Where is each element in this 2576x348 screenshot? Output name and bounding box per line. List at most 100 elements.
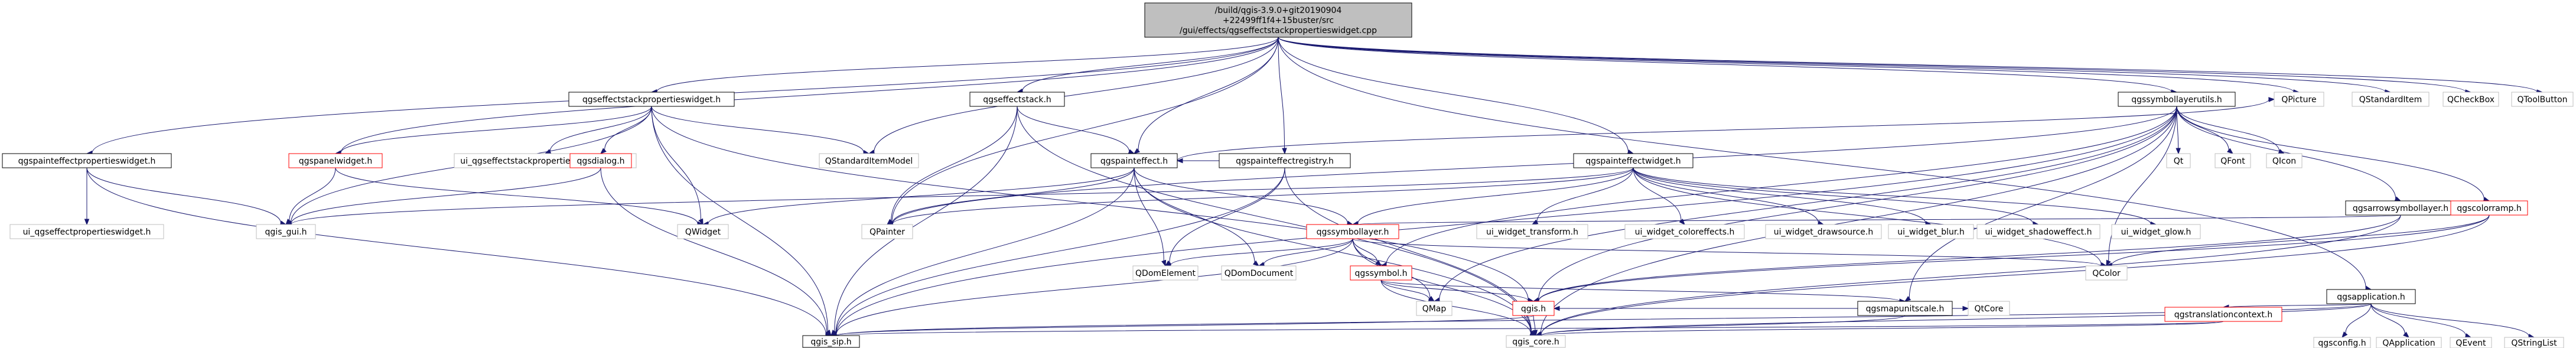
node-qcolor[interactable]: QColor — [2085, 265, 2128, 281]
node-label: qgsapplication.h — [2337, 292, 2405, 302]
node-label: qgstranslationcontext.h — [2174, 310, 2272, 320]
node-box — [2352, 92, 2430, 107]
node-label: QDomDocument — [1225, 269, 1294, 278]
edge-qgspainteffectwidget-header-to-ui-widget-shadoweffect-header — [1633, 167, 2040, 226]
node-qgis-sip-header[interactable]: qgis_sip.h — [802, 335, 860, 348]
edge-qgssymbollayerutils-header-to-qfont — [2176, 106, 2234, 154]
edge-qgssymbollayer-header-to-qdom-document — [1258, 238, 1353, 267]
node-qgstranslationcontext-header[interactable]: qgstranslationcontext.h — [2164, 307, 2282, 322]
node-label: qgspainteffect.h — [1100, 157, 1168, 166]
node-box — [2504, 337, 2564, 348]
node-qgsconfig-header[interactable]: qgsconfig.h — [2313, 337, 2371, 348]
edge-root-to-qgspanelwidget-header — [334, 37, 1279, 156]
node-label: qgsconfig.h — [2318, 339, 2366, 348]
node-ui-widget-drawsource-header[interactable]: ui_widget_drawsource.h — [1765, 224, 1882, 239]
node-qt[interactable]: Qt — [2166, 153, 2191, 168]
node-box — [1221, 265, 1297, 281]
node-box — [819, 153, 919, 168]
node-box — [1968, 301, 2010, 316]
node-box — [2313, 337, 2371, 348]
node-qfont[interactable]: QFont — [2214, 153, 2251, 168]
node-qmap[interactable]: QMap — [1416, 301, 1453, 316]
node-box — [1624, 224, 1745, 239]
node-qcheck-box[interactable]: QCheckBox — [2443, 92, 2499, 107]
node-qgis-core-header[interactable]: qgis_core.h — [1506, 335, 1566, 348]
node-qicon[interactable]: QIcon — [2266, 153, 2303, 168]
node-box — [1573, 153, 1694, 168]
edge-qgssymbollayerutils-header-to-qpainter — [886, 106, 2177, 227]
node-label: qgseffectstack.h — [983, 95, 1051, 105]
node-ui-widget-coloreffects-header[interactable]: ui_widget_coloreffects.h — [1624, 224, 1745, 239]
node-ui-widget-shadoweffect-header[interactable]: ui_widget_shadoweffect.h — [1976, 224, 2100, 239]
node-qgssymbollayer-header[interactable]: qgssymbollayer.h — [1306, 224, 1399, 239]
node-box — [2511, 92, 2574, 107]
node-qstandard-item-model[interactable]: QStandardItemModel — [819, 153, 919, 168]
node-qgis-header[interactable]: qgis.h — [1512, 301, 1555, 316]
edge-root-to-qgspainteffectwidget-header — [1278, 37, 1634, 155]
node-label: QStandardItem — [2359, 95, 2422, 105]
edge-qgspanelwidget-header-to-qgis-gui-header — [285, 167, 336, 226]
node-label: QColor — [2092, 269, 2121, 278]
node-qt-core[interactable]: QtCore — [1968, 301, 2010, 316]
edge-root-to-qgseffectstack-header — [1016, 37, 1279, 94]
node-qgis-gui-header[interactable]: qgis_gui.h — [256, 224, 316, 239]
node-qgspainteffectwidget-header[interactable]: qgspainteffectwidget.h — [1573, 153, 1694, 168]
edge-qgseffectstack-header-to-qgis-core-header — [1017, 106, 1537, 336]
node-box — [2214, 153, 2251, 168]
node-box — [1350, 265, 1412, 281]
edge-qgssymbollayer-header-to-qdom-element — [1164, 238, 1353, 268]
edge-root-to-qpicture — [1278, 37, 2300, 95]
node-label: qgssymbollayer.h — [1317, 227, 1389, 237]
node-root[interactable]: /build/qgis-3.9.0+git20190904+22499ff1f4… — [1144, 2, 1412, 38]
node-qstring-list[interactable]: QStringList — [2504, 337, 2564, 348]
node-qtool-button[interactable]: QToolButton — [2511, 92, 2574, 107]
node-qgscolorramp-header[interactable]: qgscolorramp.h — [2450, 200, 2528, 216]
edge-qgsmapunitscale-header-to-qgis-header — [1553, 305, 1858, 311]
node-box — [1090, 153, 1178, 168]
edge-qgspainteffectregistry-header-to-qgspainteffect-header — [1176, 158, 1219, 164]
node-qgsarrowsymbollayer-header[interactable]: qgsarrowsymbollayer.h — [2345, 200, 2456, 216]
node-qwidget[interactable]: QWidget — [677, 224, 729, 239]
edge-qgssymbollayerutils-header-to-qgis-header — [1532, 106, 2177, 303]
node-label: QApplication — [2382, 339, 2435, 348]
node-qgsdialog-header[interactable]: qgsdialog.h — [569, 153, 632, 168]
node-label: QPainter — [869, 227, 905, 237]
node-box — [569, 153, 632, 168]
node-qapplication[interactable]: QApplication — [2376, 337, 2442, 348]
node-qpainter[interactable]: QPainter — [861, 224, 913, 239]
edge-qgssymbollayer-header-to-qcolor — [1352, 238, 2108, 268]
node-qdom-element[interactable]: QDomElement — [1132, 265, 1199, 281]
node-qgsapplication-header[interactable]: qgsapplication.h — [2326, 289, 2416, 304]
edge-qgspainteffectwidget-header-to-ui-widget-drawsource-header — [1633, 167, 1825, 226]
node-qgssymbol-header[interactable]: qgssymbol.h — [1350, 265, 1412, 281]
node-qdom-document[interactable]: QDomDocument — [1221, 265, 1297, 281]
node-box — [1506, 335, 1566, 348]
node-box — [9, 224, 164, 239]
node-qgseffectstack-header[interactable]: qgseffectstack.h — [969, 92, 1065, 107]
node-ui-widget-blur-header[interactable]: ui_widget_blur.h — [1888, 224, 1974, 239]
edge-qgspainteffectwidget-header-to-qgssymbollayer-header — [1351, 167, 1634, 226]
node-qstandard-item[interactable]: QStandardItem — [2352, 92, 2430, 107]
node-box — [1219, 153, 1351, 168]
node-qpicture[interactable]: QPicture — [2274, 92, 2324, 107]
node-qgseffectstackpropertieswidget-header[interactable]: qgseffectstackpropertieswidget.h — [568, 92, 735, 107]
node-qgsmapunitscale-header[interactable]: qgsmapunitscale.h — [1857, 301, 1953, 316]
node-label: qgspainteffectregistry.h — [1236, 157, 1334, 166]
node-box — [2443, 92, 2499, 107]
node-box — [1476, 224, 1588, 239]
node-label: QStringList — [2511, 339, 2557, 348]
node-qgssymbollayerutils-header[interactable]: qgssymbollayerutils.h — [2118, 92, 2236, 107]
node-qgspainteffectregistry-header[interactable]: qgspainteffectregistry.h — [1219, 153, 1351, 168]
node-qgspanelwidget-header[interactable]: qgspanelwidget.h — [288, 153, 383, 168]
edge-qgspainteffectregistry-header-to-qgis-sip-header — [830, 167, 1285, 336]
node-ui-qgseffectpropertieswidget-header[interactable]: ui_qgseffectpropertieswidget.h — [9, 224, 164, 239]
node-ui-widget-glow-header[interactable]: ui_widget_glow.h — [2111, 224, 2201, 239]
node-qgspainteffect-header[interactable]: qgspainteffect.h — [1090, 153, 1178, 168]
node-label: qgsmapunitscale.h — [1866, 304, 1945, 314]
node-ui-widget-transform-header[interactable]: ui_widget_transform.h — [1476, 224, 1588, 239]
node-label: ui_qgseffectpropertieswidget.h — [23, 227, 151, 237]
node-qevent[interactable]: QEvent — [2450, 337, 2492, 348]
node-qgspainteffectpropertieswidget-header[interactable]: qgspainteffectpropertieswidget.h — [2, 153, 172, 168]
edge-qgspainteffect-header-to-qpicture — [1177, 97, 2275, 161]
